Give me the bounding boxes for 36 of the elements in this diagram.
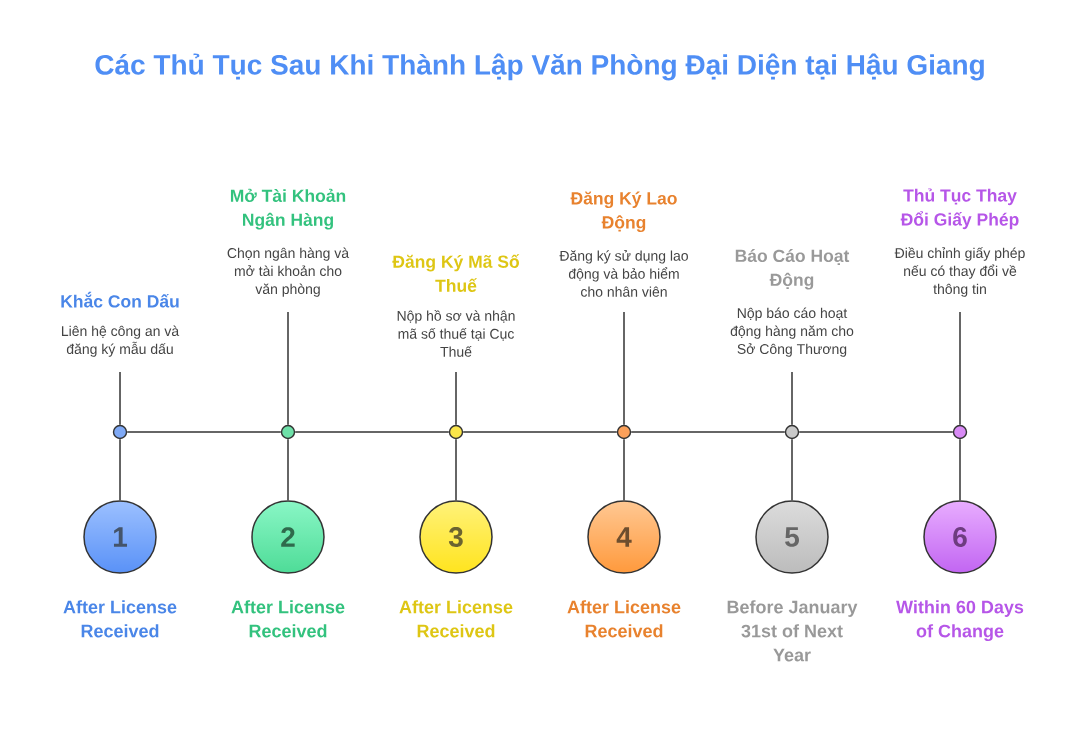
date-label: After License Received xyxy=(231,600,345,638)
step-title: Đăng Ký Mã Số Thuế xyxy=(392,254,520,292)
connector-line xyxy=(623,311,625,426)
timeline-line xyxy=(294,431,450,433)
step-title: Thủ Tục Thay Đổi Giấy Phép xyxy=(900,188,1019,230)
timeline-line xyxy=(462,431,618,433)
step-description: Liên hệ công an và đăng ký mẫu dấu xyxy=(62,325,180,357)
step-description: Chọn ngân hàng và mở tài khoản cho văn phòng xyxy=(227,247,350,297)
step-title: Khắc Con Dấu xyxy=(61,291,179,308)
connector-line xyxy=(119,438,121,501)
date-label: Before January 31st of Next Year xyxy=(727,600,858,662)
date-label: Within 60 Days of Change xyxy=(896,600,1024,642)
step-description: Nộp hồ sơ và nhận mã số thuế tại Cục Thuế xyxy=(397,309,515,357)
connector-line xyxy=(287,438,289,501)
step-description: Điều chỉnh giấy phép nếu có thay đổi về thông tin xyxy=(894,247,1025,297)
title: Các Thủ Tục Sau Khi Thành Lập Văn Phòng Đại Diện tại Hậu Giang xyxy=(95,53,984,81)
connector-line xyxy=(791,438,793,501)
connector-line xyxy=(959,311,961,426)
step-title: Báo Cáo Hoạt Động xyxy=(735,249,850,290)
date-label: After License Received xyxy=(399,600,513,638)
connector-line xyxy=(791,371,793,426)
step-description: Đăng ký sử dụng lao động và bảo hiểm cho nhân viên xyxy=(559,250,688,297)
step-title: Đăng Ký Lao Động xyxy=(570,191,677,233)
step-description: Nộp báo cáo hoạt động hàng năm cho Sở Công Thương xyxy=(730,307,854,357)
connector-line xyxy=(455,371,457,426)
date-label: After License Received xyxy=(63,600,177,638)
step-title: Mở Tài Khoản Ngân Hàng xyxy=(230,188,346,230)
connector-line xyxy=(959,438,961,501)
connector-line xyxy=(455,438,457,501)
timeline-line xyxy=(630,431,786,433)
timeline-line xyxy=(798,431,954,433)
connector-line xyxy=(623,438,625,501)
timeline-line xyxy=(126,431,282,433)
connector-line xyxy=(119,371,121,426)
date-label: After License Received xyxy=(567,600,681,638)
connector-line xyxy=(287,311,289,426)
